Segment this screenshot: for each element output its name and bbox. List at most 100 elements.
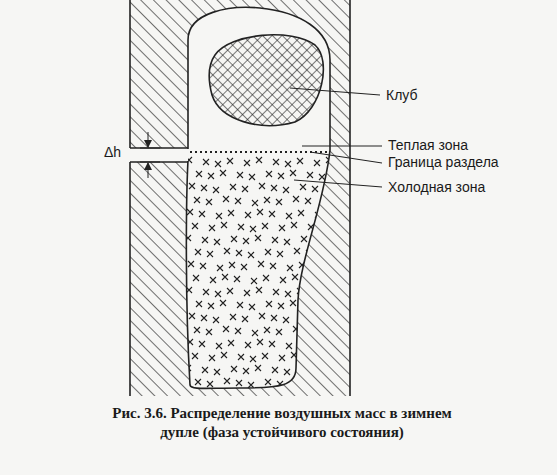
cold-mark: [279, 355, 285, 361]
cold-mark: [214, 369, 220, 375]
cold-mark: [269, 211, 275, 217]
cold-mark: [270, 263, 276, 269]
cold-mark: [236, 380, 242, 386]
cold-mark: [257, 209, 263, 215]
cold-mark: [185, 365, 191, 371]
cold-mark: [257, 339, 263, 345]
cold-mark: [192, 223, 198, 229]
cold-mark: [284, 369, 290, 375]
cold-zone-marks: [185, 157, 335, 388]
cold-mark: [234, 276, 240, 282]
cold-mark: [322, 200, 328, 206]
cold-mark: [248, 382, 254, 388]
cold-mark: [206, 199, 212, 205]
cold-mark: [227, 288, 233, 294]
cold-mark: [221, 222, 227, 228]
cold-mark: [269, 341, 275, 347]
cold-mark: [242, 186, 248, 192]
cold-mark: [250, 226, 256, 232]
cold-mark: [300, 184, 306, 190]
cold-mark: [312, 316, 318, 322]
cold-mark: [209, 355, 215, 361]
cold-mark: [329, 183, 335, 189]
cold-mark: [202, 367, 208, 373]
cold-mark: [215, 161, 221, 167]
cold-mark: [264, 197, 270, 203]
boundary-line: [190, 151, 328, 153]
cold-mark: [321, 278, 327, 284]
cold-mark: [224, 248, 230, 254]
cold-mark: [217, 265, 223, 271]
cold-mark: [242, 316, 248, 322]
cold-mark: [326, 157, 332, 163]
cold-mark: [304, 276, 310, 282]
cold-mark: [263, 275, 269, 281]
cold-mark: [216, 213, 222, 219]
cold-mark: [329, 313, 335, 319]
cold-mark: [214, 239, 220, 245]
cold-mark: [256, 157, 262, 163]
cold-mark: [201, 185, 207, 191]
cold-mark: [271, 185, 277, 191]
cold-mark: [252, 200, 258, 206]
cold-mark: [320, 226, 326, 232]
cold-mark: [293, 326, 299, 332]
cold-mark: [207, 381, 213, 387]
warm-air-club: [209, 35, 323, 126]
cold-mark: [187, 339, 193, 345]
cold-mark: [273, 289, 279, 295]
cold-mark: [228, 210, 234, 216]
cold-mark: [189, 183, 195, 189]
cold-mark: [195, 249, 201, 255]
cold-mark: [294, 248, 300, 254]
cold-mark: [283, 317, 289, 323]
cold-mark: [199, 341, 205, 347]
cold-mark: [222, 274, 228, 280]
cold-mark: [208, 303, 214, 309]
cold-mark: [252, 330, 258, 336]
cold-mark: [286, 213, 292, 219]
cold-mark: [203, 289, 209, 295]
cold-mark: [258, 261, 264, 267]
cold-mark: [318, 252, 324, 258]
cold-mark: [311, 264, 317, 270]
cold-mark: [215, 291, 221, 297]
cold-mark: [259, 313, 265, 319]
cold-mark: [231, 366, 237, 372]
cold-mark: [185, 235, 191, 241]
cold-mark: [319, 304, 325, 310]
cold-mark: [291, 222, 297, 228]
cold-mark: [264, 327, 270, 333]
cold-mark: [283, 187, 289, 193]
cold-mark: [196, 301, 202, 307]
cold-mark: [307, 302, 313, 308]
cold-mark: [298, 340, 304, 346]
cold-mark: [265, 379, 271, 385]
cold-mark: [213, 317, 219, 323]
cold-mark: [187, 209, 193, 215]
cold-mark: [221, 352, 227, 358]
cold-mark: [195, 379, 201, 385]
cold-mark: [291, 352, 297, 358]
cold-mark: [186, 157, 192, 163]
cold-mark: [189, 313, 195, 319]
cold-mark: [194, 327, 200, 333]
cold-mark: [259, 183, 265, 189]
cold-mark: [237, 172, 243, 178]
cold-mark: [202, 237, 208, 243]
cold-mark: [243, 368, 249, 374]
cold-mark: [236, 250, 242, 256]
cold-mark: [224, 378, 230, 384]
cold-mark: [328, 261, 334, 267]
leader-lines: [290, 88, 382, 187]
cold-mark: [327, 339, 333, 345]
cold-mark: [305, 328, 311, 334]
cold-mark: [230, 184, 236, 190]
cold-mark: [277, 381, 283, 387]
cold-mark: [244, 160, 250, 166]
cold-mark: [294, 378, 300, 384]
cold-mark: [194, 197, 200, 203]
cold-mark: [203, 159, 209, 165]
cold-mark: [279, 225, 285, 231]
cold-mark: [199, 211, 205, 217]
